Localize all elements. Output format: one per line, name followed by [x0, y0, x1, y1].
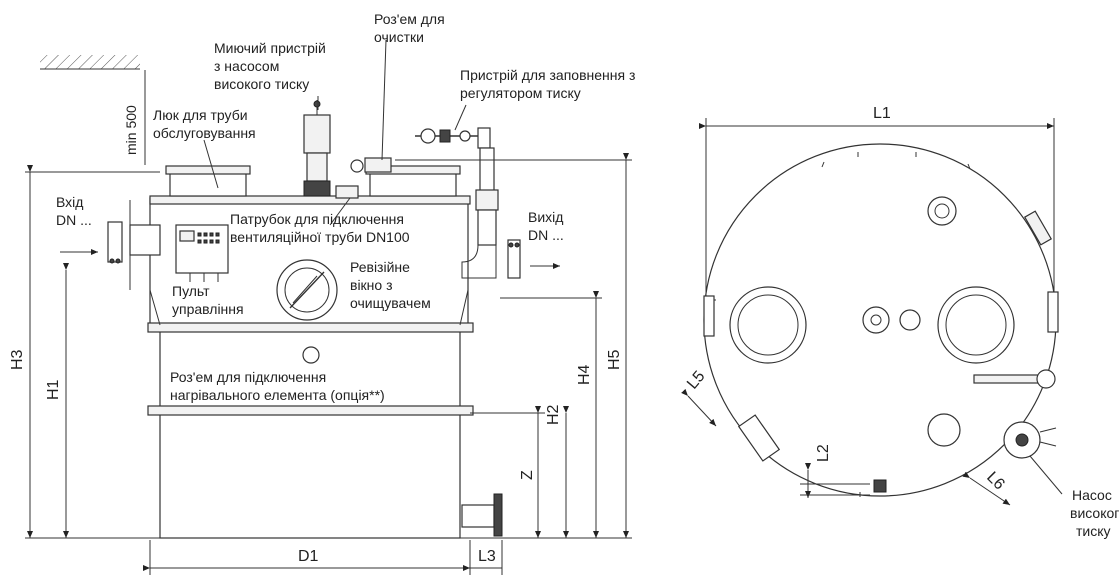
filling-device — [415, 127, 491, 149]
dim-D1: D1 — [143, 540, 471, 575]
svg-text:H2: H2 — [545, 404, 562, 425]
ceiling-hatch — [40, 55, 140, 69]
svg-text:L3: L3 — [478, 548, 496, 565]
dim-L2: L2 — [800, 444, 870, 498]
dim-H4: H4 — [576, 291, 599, 538]
top-view — [703, 143, 1059, 497]
leader-vent — [329, 197, 351, 226]
leader-filling — [454, 104, 467, 131]
control-panel-label: Пульт управління — [172, 283, 244, 317]
svg-text:L5: L5 — [684, 368, 709, 393]
svg-text:L1: L1 — [873, 105, 891, 122]
tank-body — [147, 195, 474, 539]
cleaning-connector-label: Роз'ем для очистки — [374, 11, 449, 45]
heater-connector-label: Роз'ем для підключення нагрівального еле… — [170, 369, 385, 403]
inspection-window — [276, 259, 338, 321]
cleaning-connector — [350, 157, 392, 173]
svg-text:D1: D1 — [298, 548, 319, 565]
dim-L3: L3 — [470, 540, 503, 575]
svg-text:H4: H4 — [576, 364, 593, 385]
washer-label: Миючий пристрій з насосом високого тиску — [214, 40, 330, 92]
dim-L1: L1 — [699, 105, 1055, 296]
overflow-pipe — [461, 147, 499, 279]
svg-text:H3: H3 — [9, 349, 26, 370]
inspection-window-label: Ревізійне вікно з очищувачем — [350, 259, 431, 311]
filling-device-label: Пристрій для заповнення з регулятором ти… — [460, 67, 639, 101]
service-hatch-label: Люк для труби обслуговування — [153, 107, 256, 141]
hp-pump-label: Насос високого тиску — [1070, 487, 1119, 539]
bottom-drain — [461, 493, 503, 537]
dim-L6: L6 — [962, 469, 1011, 506]
washer-device — [303, 100, 331, 197]
dim-H1: H1 — [45, 263, 69, 538]
service-hatch-right — [365, 165, 461, 197]
outlet-pipe — [507, 239, 521, 279]
inlet-label: Вхід DN ... — [56, 194, 92, 228]
outlet-label: Вихід DN ... — [528, 209, 567, 243]
vent-pipe-stub — [335, 185, 359, 199]
svg-text:H5: H5 — [606, 349, 623, 370]
control-panel — [175, 224, 229, 282]
dim-H2: H2 — [545, 404, 569, 538]
dim-Z: Z — [519, 406, 541, 538]
leader-cleaning — [381, 39, 387, 161]
dim-H5: H5 — [606, 153, 629, 538]
heater-connector — [302, 346, 320, 364]
svg-text:L2: L2 — [815, 444, 832, 462]
leader-hatch — [203, 139, 219, 189]
service-hatch-left — [165, 165, 251, 197]
vent-pipe-label: Патрубок для підключення вентиляційної т… — [230, 211, 410, 245]
inlet-pipe — [107, 221, 161, 264]
leader-pump — [1029, 455, 1063, 495]
min500-label: min 500 — [123, 105, 139, 155]
svg-text:H1: H1 — [45, 379, 62, 400]
dim-L5: L5 — [681, 368, 717, 427]
dim-H3: H3 — [9, 165, 160, 538]
svg-text:Z: Z — [519, 470, 536, 480]
